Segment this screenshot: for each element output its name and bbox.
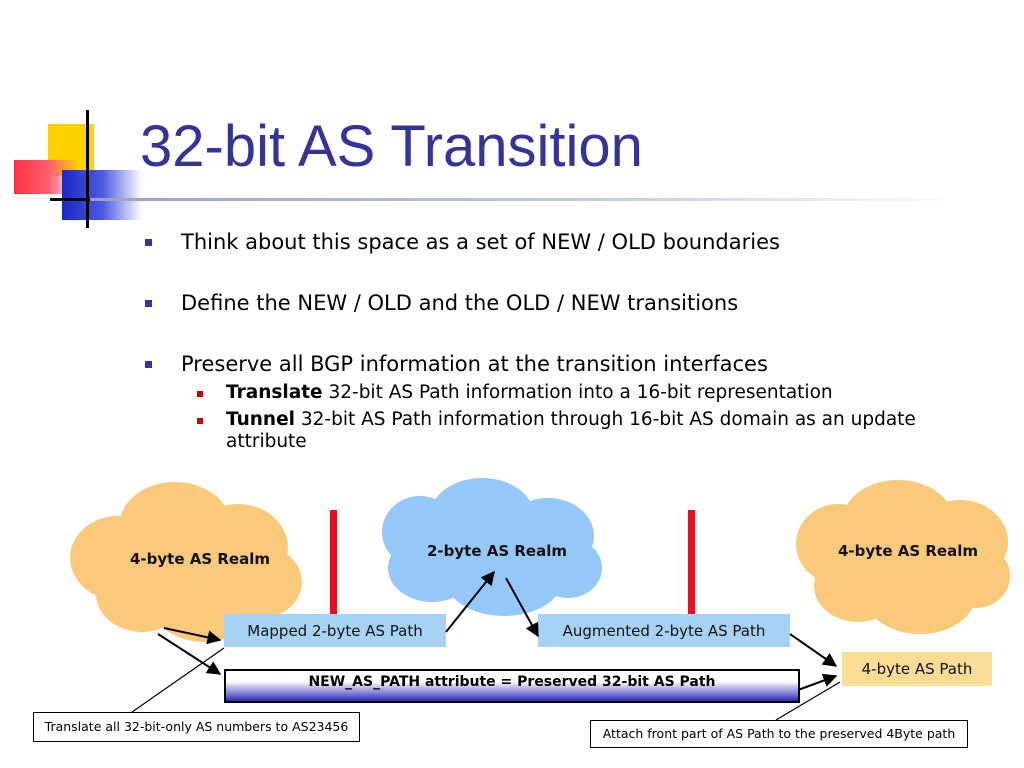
arrow-right: [163, 627, 222, 645]
bullet-marker: [145, 361, 152, 368]
left-realm-cloud: [70, 482, 302, 642]
boundary-line-right: [688, 510, 695, 614]
bullet-item: Preserve all BGP information at the tran…: [181, 352, 768, 376]
new-as-path-label: NEW_AS_PATH attribute = Preserved 32-bit…: [308, 674, 716, 690]
sub-bullet-marker: [197, 391, 203, 397]
right-realm-label: 4-byte AS Realm: [838, 542, 978, 560]
as-transition-diagram: 4-byte AS Realm 2-byte AS Realm 4-byte A…: [70, 478, 1010, 721]
callout-attach: Attach front part of AS Path to the pres…: [590, 720, 968, 748]
sub-bullet-marker: [197, 418, 203, 424]
right-realm-cloud: [796, 480, 1010, 634]
sub-bullet-item: Translate 32-bit AS Path information int…: [226, 382, 996, 404]
arrow-right: [505, 577, 539, 638]
sub-bullet-text: 32-bit AS Path information into a 16-bit…: [322, 382, 833, 403]
callout-translate: Translate all 32-bit-only AS numbers to …: [33, 712, 360, 742]
augmented-path-label: Augmented 2-byte AS Path: [563, 622, 766, 640]
logo-horizontal-line: [50, 198, 122, 201]
middle-realm-cloud: [382, 478, 602, 616]
arrow-right: [789, 633, 838, 667]
arrow-right: [445, 570, 495, 633]
middle-realm-label: 2-byte AS Realm: [427, 542, 567, 560]
bullet-item: Define the NEW / OLD and the OLD / NEW t…: [181, 291, 739, 315]
callout-connector-right: [775, 681, 841, 721]
new-as-path-box: NEW_AS_PATH attribute = Preserved 32-bit…: [224, 669, 800, 703]
augmented-path-box: [538, 614, 790, 647]
logo-blue-bar: [62, 170, 142, 220]
four-byte-path-label: 4-byte AS Path: [862, 660, 973, 678]
sub-bullet-keyword: Tunnel: [226, 409, 295, 430]
sub-bullet-text: 32-bit AS Path information through 16-bi…: [226, 409, 916, 452]
sub-bullet-item: Tunnel 32-bit AS Path information throug…: [226, 409, 996, 453]
bullet-item: Think about this space as a set of NEW /…: [181, 230, 780, 254]
four-byte-path-box: [842, 652, 992, 686]
left-realm-label: 4-byte AS Realm: [130, 550, 270, 568]
bullet-list: Think about this space as a set of NEW /…: [145, 230, 996, 453]
title-underline: [90, 198, 970, 201]
arrow-right: [797, 673, 838, 691]
mapped-path-box: [224, 614, 446, 647]
arrow-right: [157, 633, 222, 675]
slide-title: 32-bit AS Transition: [140, 114, 643, 179]
callout-attach-text: Attach front part of AS Path to the pres…: [602, 726, 956, 741]
mapped-path-label: Mapped 2-byte AS Path: [247, 622, 422, 640]
boundary-line-left: [330, 510, 337, 614]
callout-translate-text: Translate all 32-bit-only AS numbers to …: [44, 719, 349, 734]
bullet-marker: [145, 300, 152, 307]
bullet-marker: [145, 239, 152, 246]
sub-bullet-keyword: Translate: [226, 382, 323, 403]
logo-vertical-line: [86, 110, 89, 228]
callout-connector-left: [131, 647, 225, 713]
